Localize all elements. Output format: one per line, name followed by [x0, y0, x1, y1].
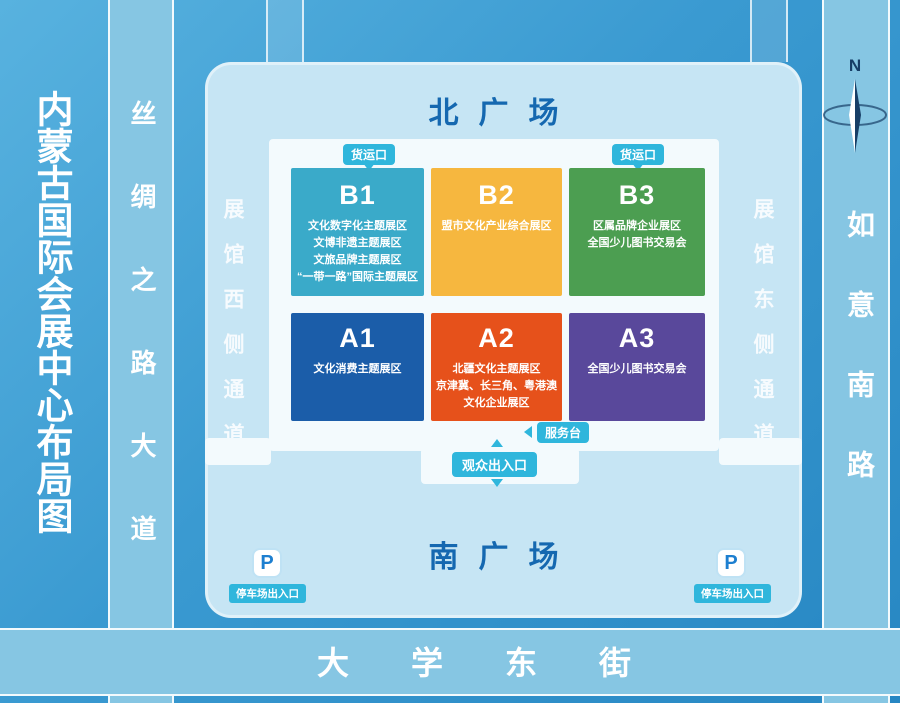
- parking-symbol: P: [724, 551, 738, 574]
- hall-a1-line-1: 文化消费主题展区: [313, 363, 402, 375]
- hall-a3-line-1: 全国少儿图书交易会: [587, 363, 687, 375]
- parking-gate-left-label: 停车场出入口: [229, 584, 306, 603]
- north-plaza-label: 北广场: [428, 97, 579, 130]
- road-stub-north-right: [750, 0, 788, 62]
- hall-b2: B2 盟市文化产业综合展区: [431, 168, 562, 296]
- compass-north-label: N: [849, 56, 861, 75]
- road-label-south: 大学东街: [316, 645, 693, 681]
- hall-b1-line-2: 文博非遗主题展区: [313, 237, 402, 250]
- hall-a1: A1 文化消费主题展区: [291, 313, 424, 421]
- compass: N: [823, 56, 887, 153]
- hall-b3-line-2: 全国少儿图书交易会: [587, 237, 687, 250]
- hall-a1-title: A1: [339, 323, 376, 353]
- parking-icon-right: P: [716, 548, 746, 578]
- hall-b1-line-4: “一带一路”国际主题展区: [297, 271, 418, 284]
- freight-gate-left-label: 货运口: [343, 144, 396, 165]
- hall-a3: A3 全国少儿图书交易会: [569, 313, 705, 421]
- west-corridor: [205, 438, 271, 465]
- hall-b1-line-3: 文旅品牌主题展区: [313, 254, 402, 267]
- hall-b1: B1 文化数字化主题展区 文博非遗主题展区 文旅品牌主题展区 “一带一路”国际主…: [291, 168, 424, 296]
- hall-b2-line-1: 盟市文化产业综合展区: [441, 220, 552, 232]
- south-plaza-label: 南广场: [428, 541, 579, 574]
- visitor-gate-label: 观众出入口: [452, 452, 538, 477]
- service-desk-label: 服务台: [537, 422, 590, 443]
- parking-symbol: P: [260, 551, 274, 574]
- hall-b1-line-1: 文化数字化主题展区: [308, 220, 407, 232]
- freight-gate-right-label: 货运口: [612, 144, 665, 165]
- road-south: [0, 628, 900, 696]
- compass-needle-icon: [855, 79, 861, 153]
- hall-b2-title: B2: [478, 180, 515, 210]
- visitor-gate-up-arrow-icon: [491, 439, 503, 447]
- hall-a3-title: A3: [618, 323, 656, 353]
- hall-b3-title: B3: [618, 180, 656, 210]
- page-title: 内蒙古国际会展中心布局图: [31, 90, 72, 534]
- east-corridor: [719, 438, 802, 465]
- road-stub-north-left: [266, 0, 304, 62]
- compass-needle-icon: [849, 79, 855, 153]
- service-desk-arrow-icon: [524, 426, 532, 438]
- west-passage-label: 展馆西侧通道: [221, 198, 244, 468]
- freight-gate-right-arrow-icon: [632, 163, 644, 171]
- hall-a2: A2 北疆文化主题展区 京津冀、长三角、粤港澳 文化企业展区: [431, 313, 562, 421]
- parking-gate-right-label: 停车场出入口: [694, 584, 771, 603]
- hall-a2-line-1: 北疆文化主题展区: [452, 363, 541, 375]
- hall-b1-title: B1: [339, 180, 376, 210]
- hall-b3-line-1: 区属品牌企业展区: [593, 220, 681, 232]
- road-label-east: 如意南路: [844, 210, 875, 530]
- hall-a2-line-2: 京津冀、长三角、粤港澳: [436, 380, 557, 393]
- visitor-gate-down-arrow-icon: [491, 479, 503, 487]
- road-west: [108, 0, 174, 703]
- hall-a2-line-3: 文化企业展区: [463, 397, 530, 410]
- hall-b3: B3 区属品牌企业展区 全国少儿图书交易会: [569, 168, 705, 296]
- road-label-west: 丝绸之路大道: [127, 100, 157, 598]
- parking-icon-left: P: [252, 548, 282, 578]
- east-passage-label: 展馆东侧通道: [751, 198, 774, 468]
- hall-a2-title: A2: [478, 323, 515, 353]
- freight-gate-left-arrow-icon: [363, 163, 375, 171]
